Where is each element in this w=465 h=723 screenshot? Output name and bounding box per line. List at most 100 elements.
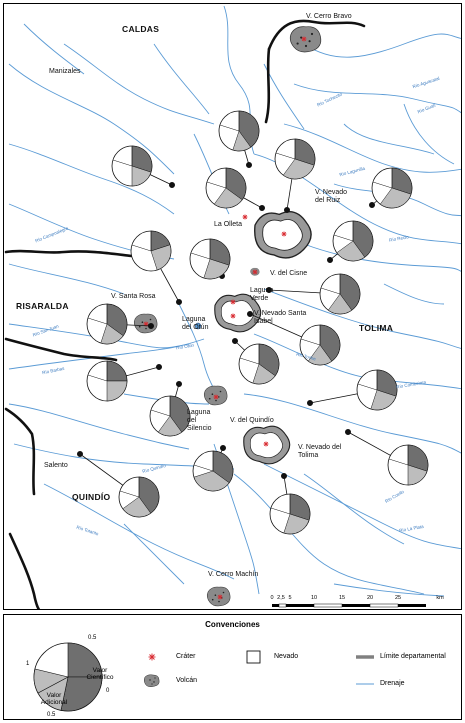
pie-slice-scientific [376,369,398,397]
river [8,323,190,349]
site-marker [326,256,333,263]
river [263,288,461,349]
pie-slice-scientific [407,444,429,472]
site-marker [175,298,182,305]
pie-divider [270,507,291,515]
pie-divider [190,252,211,260]
pie-slice-scientific [339,273,361,311]
label-laguna-otun: Laguna del Otún [182,316,209,331]
river [63,43,215,125]
dept-quindio: QUINDÍO [72,492,111,502]
river [303,243,461,272]
river [233,473,425,595]
river [43,483,235,580]
map-canvas [4,5,461,609]
crater-icon [213,394,219,400]
pie-slice-additional [379,187,412,209]
pie-slice-scientific [106,360,128,382]
pie-slice-additional [327,293,353,315]
legend-pie-scientific: Valor Científico [86,667,114,681]
river [343,123,435,155]
pie-slice-additional [370,389,397,411]
site-marker [168,181,175,188]
pie-p6 [332,220,374,262]
site-marker [231,337,238,344]
crater-icon [143,321,149,327]
pie-divider [150,409,171,417]
scale-tick: 15 [338,595,346,601]
department-border [8,532,41,609]
department-border [267,19,366,51]
legend-pie [33,642,103,712]
label-quindio-volcano: V. del Quindío [230,417,274,424]
pie-divider [372,181,393,189]
pie-p13 [356,369,398,411]
pie-p10 [86,303,128,345]
site-marker [155,363,162,370]
pie-slice-additional [131,165,152,187]
nevado-area [214,293,262,333]
pie-p15 [238,343,280,385]
crater-icon [263,441,269,447]
pie-slice-additional [203,258,230,280]
label-cerro-bravo: V. Cerro Bravo [306,13,352,20]
site-marker [245,161,252,168]
pie-p3 [218,110,260,152]
scale-tick: 25 [394,595,402,601]
crater-icon [281,231,287,237]
legend-pie-additional: Valor Adicional [40,692,68,706]
pie-slice-additional [336,240,366,262]
pie-slice-additional [213,187,243,209]
pie-p16 [192,450,234,492]
legend-pie-right: 0 [106,688,110,694]
site-marker [147,322,154,329]
river [293,83,461,114]
river [8,403,190,450]
pie-charts-layer [86,110,429,535]
pie-slice-scientific [209,238,231,266]
scale-unit: km [436,595,444,601]
laguna-otun [194,322,202,330]
label-santa-isabel: V. Nevado Santa Isabel [254,310,307,325]
site-marker [283,206,290,213]
department-border [264,47,271,124]
site-marker [280,472,287,479]
label-ruiz: V. Nevado del Ruiz [315,189,348,204]
pie-divider [239,357,260,365]
pie-divider [119,490,140,498]
crater-icon [148,653,156,661]
pie-slice-scientific [238,110,260,148]
label-tolima-volcano: V. Nevado del Tolima [298,444,342,459]
river [253,333,461,390]
dept-tolima: TOLIMA [359,323,394,333]
river [333,183,461,217]
pie-p19 [118,476,160,518]
pie-slice-scientific [319,324,341,362]
crater-icon [252,269,258,275]
pie-divider [131,244,152,252]
dept-caldas: CALDAS [122,24,160,34]
legend-nevado-label: Nevado [274,653,299,660]
volcano-area [206,586,231,607]
pie-divider [300,338,321,346]
river [263,463,461,550]
pie-slice-additional [282,158,315,180]
pie-p5 [371,167,413,209]
pie-p11 [299,324,341,366]
pie-slice-scientific [212,450,234,484]
crater-icon [242,214,248,220]
label-laguna-silencio: Laguna del Silencio [187,409,212,432]
site-marker [219,444,226,451]
legend-pie-top: 0.5 [88,635,97,641]
pie-slice-additional [307,344,333,366]
pie-slice-scientific [169,395,191,433]
legend-pie-bottom: 0.5 [47,712,56,718]
scale-bar: 0 2,5 5 10 15 20 25 km [270,595,455,609]
river [243,393,461,454]
pie-divider [333,234,354,242]
pie-p18 [269,493,311,535]
department-border [4,407,36,496]
river [333,583,445,597]
pie-slice-additional [252,363,276,385]
pie-slice-additional [193,470,230,492]
